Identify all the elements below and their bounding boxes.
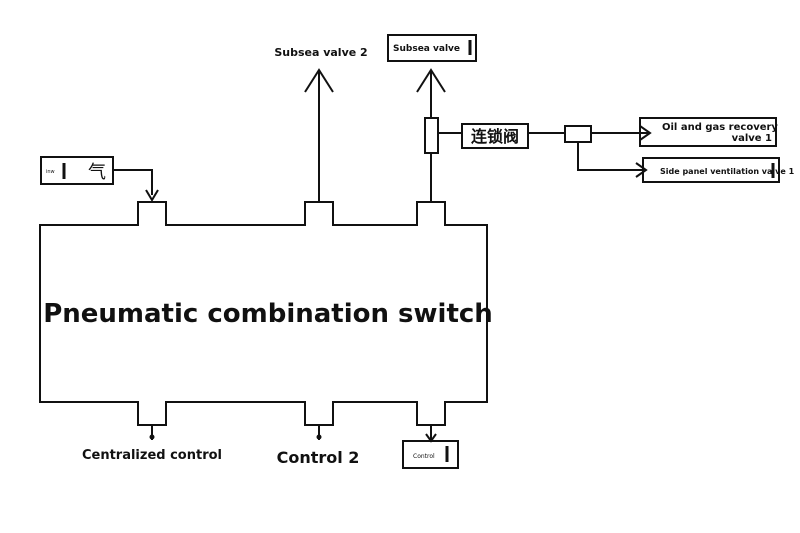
air-char-label: 气 xyxy=(88,162,106,183)
control-box xyxy=(402,440,459,469)
control-box-label: Control xyxy=(413,453,435,460)
centralized-control-port-dot xyxy=(149,434,155,440)
side-panel-ventilation-label: Side panel ventilation valve 1 xyxy=(660,167,795,176)
control-2-label: Control 2 xyxy=(277,448,360,467)
air-box-small-label: inw xyxy=(46,169,55,175)
main-block-outline xyxy=(39,201,488,426)
interlock-valve-label: 连锁阀 xyxy=(471,127,519,146)
centralized-control-label: Centralized control xyxy=(82,448,222,463)
air-supply-line xyxy=(113,169,153,195)
side-panel-box xyxy=(642,157,780,183)
subsea-valve-box xyxy=(387,34,477,62)
side-panel-line xyxy=(577,142,644,171)
control-2-port-dot xyxy=(316,434,322,440)
main-block-title: Pneumatic combination switch xyxy=(43,299,493,329)
subsea-valve-box-label: Subsea valve xyxy=(393,44,460,54)
subsea-valve-2-arrow xyxy=(304,68,334,93)
air-supply-arrow xyxy=(145,189,159,202)
splitter-box xyxy=(564,125,592,143)
oil-gas-arrow xyxy=(639,125,652,141)
subsea-valve-2-label: Subsea valve 2 xyxy=(274,46,367,59)
oil-gas-recovery-suffix: valve 1 xyxy=(732,133,772,144)
oil-gas-box xyxy=(639,117,777,147)
side-panel-arrow xyxy=(635,162,648,178)
interlock-valve-box xyxy=(461,123,529,149)
interlock-body xyxy=(424,117,439,154)
subsea-valve-arrow xyxy=(416,68,446,93)
oil-gas-recovery-label: Oil and gas recovery xyxy=(662,122,778,133)
